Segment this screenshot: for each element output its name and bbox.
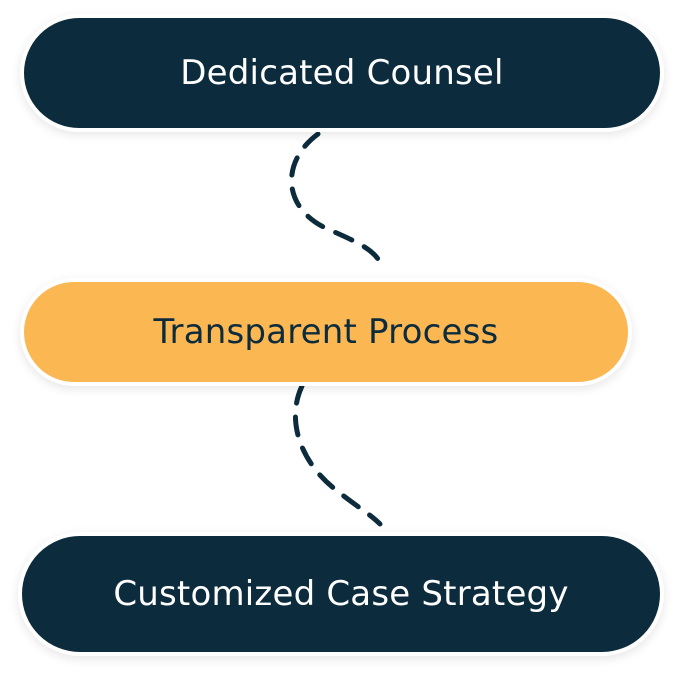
- step-customized-case-strategy: Customized Case Strategy: [18, 532, 664, 656]
- step-label: Customized Case Strategy: [113, 574, 569, 614]
- step-transparent-process: Transparent Process: [20, 278, 632, 386]
- dashed-connector-1: [289, 131, 385, 271]
- dashed-connector-2: [293, 383, 383, 527]
- step-dedicated-counsel: Dedicated Counsel: [20, 14, 664, 132]
- step-label: Dedicated Counsel: [180, 53, 504, 93]
- step-label: Transparent Process: [153, 312, 499, 352]
